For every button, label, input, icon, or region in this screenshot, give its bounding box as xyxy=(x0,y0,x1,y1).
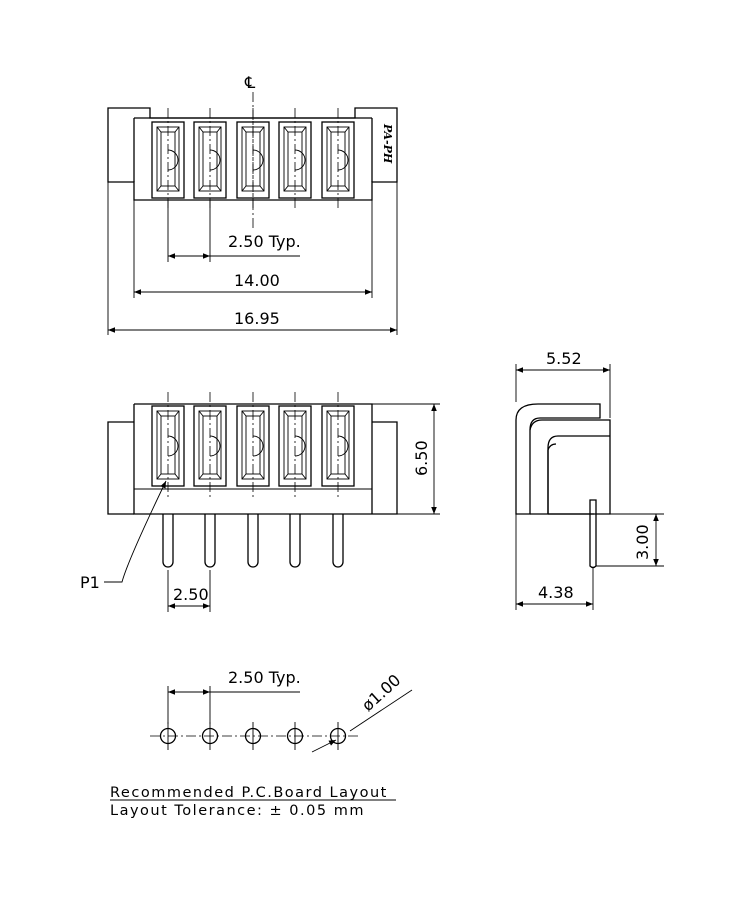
contact-slot-5 xyxy=(321,108,355,210)
top-contact-slots xyxy=(151,108,355,210)
pcb-pitch-dim: 2.50 Typ. xyxy=(228,668,301,687)
contact-slot-2 xyxy=(193,108,227,210)
pcb-hole-3 xyxy=(244,722,262,750)
pcb-hole-5 xyxy=(329,722,347,750)
front-pins xyxy=(162,514,344,568)
pcb-hole-2 xyxy=(201,722,219,750)
pcb-holes xyxy=(159,722,347,750)
top-view: ℄ PA-PH 2.50 Typ. 14.00 16.95 xyxy=(107,73,398,335)
contact-slot-3 xyxy=(236,108,270,210)
contact-slot-4 xyxy=(278,108,312,210)
contact-slot-3 xyxy=(236,392,270,498)
side-pin-length-dim: 3.00 xyxy=(633,524,652,560)
contact-slot-5 xyxy=(321,392,355,498)
pin-2 xyxy=(204,514,216,568)
front-contact-slots xyxy=(151,392,355,498)
pcb-hole-dim: ø1.00 xyxy=(358,670,404,715)
side-depth-dim: 5.52 xyxy=(546,349,582,368)
pcb-hole-4 xyxy=(286,722,304,750)
pin-4 xyxy=(289,514,301,568)
side-pin-offset-dim: 4.38 xyxy=(538,583,574,602)
contact-slot-1 xyxy=(151,108,185,210)
side-view: 5.52 3.00 4.38 xyxy=(515,349,664,610)
pcb-layout: 2.50 Typ. ø1.00 Recommended P.C.Board La… xyxy=(110,668,413,819)
pin1-label: P1 xyxy=(80,573,100,592)
top-width-dim: 16.95 xyxy=(234,309,280,328)
pin-1 xyxy=(162,514,174,568)
pcb-title: Recommended P.C.Board Layout xyxy=(110,785,388,801)
top-span-dim: 14.00 xyxy=(234,271,280,290)
front-view: 6.50 P1 2.50 xyxy=(80,392,440,612)
front-height-dim: 6.50 xyxy=(412,440,431,476)
pcb-tolerance: Layout Tolerance: ± 0.05 mm xyxy=(110,803,365,819)
centerline-symbol: ℄ xyxy=(244,73,256,92)
front-pitch-dim: 2.50 xyxy=(173,585,209,604)
contact-slot-2 xyxy=(193,392,227,498)
part-marking: PA-PH xyxy=(381,123,394,164)
contact-slot-1 xyxy=(151,392,185,498)
pcb-hole-1 xyxy=(159,722,177,750)
pin-3 xyxy=(247,514,259,568)
pin-5 xyxy=(332,514,344,568)
contact-slot-4 xyxy=(278,392,312,498)
top-pitch-dim: 2.50 Typ. xyxy=(228,232,301,251)
